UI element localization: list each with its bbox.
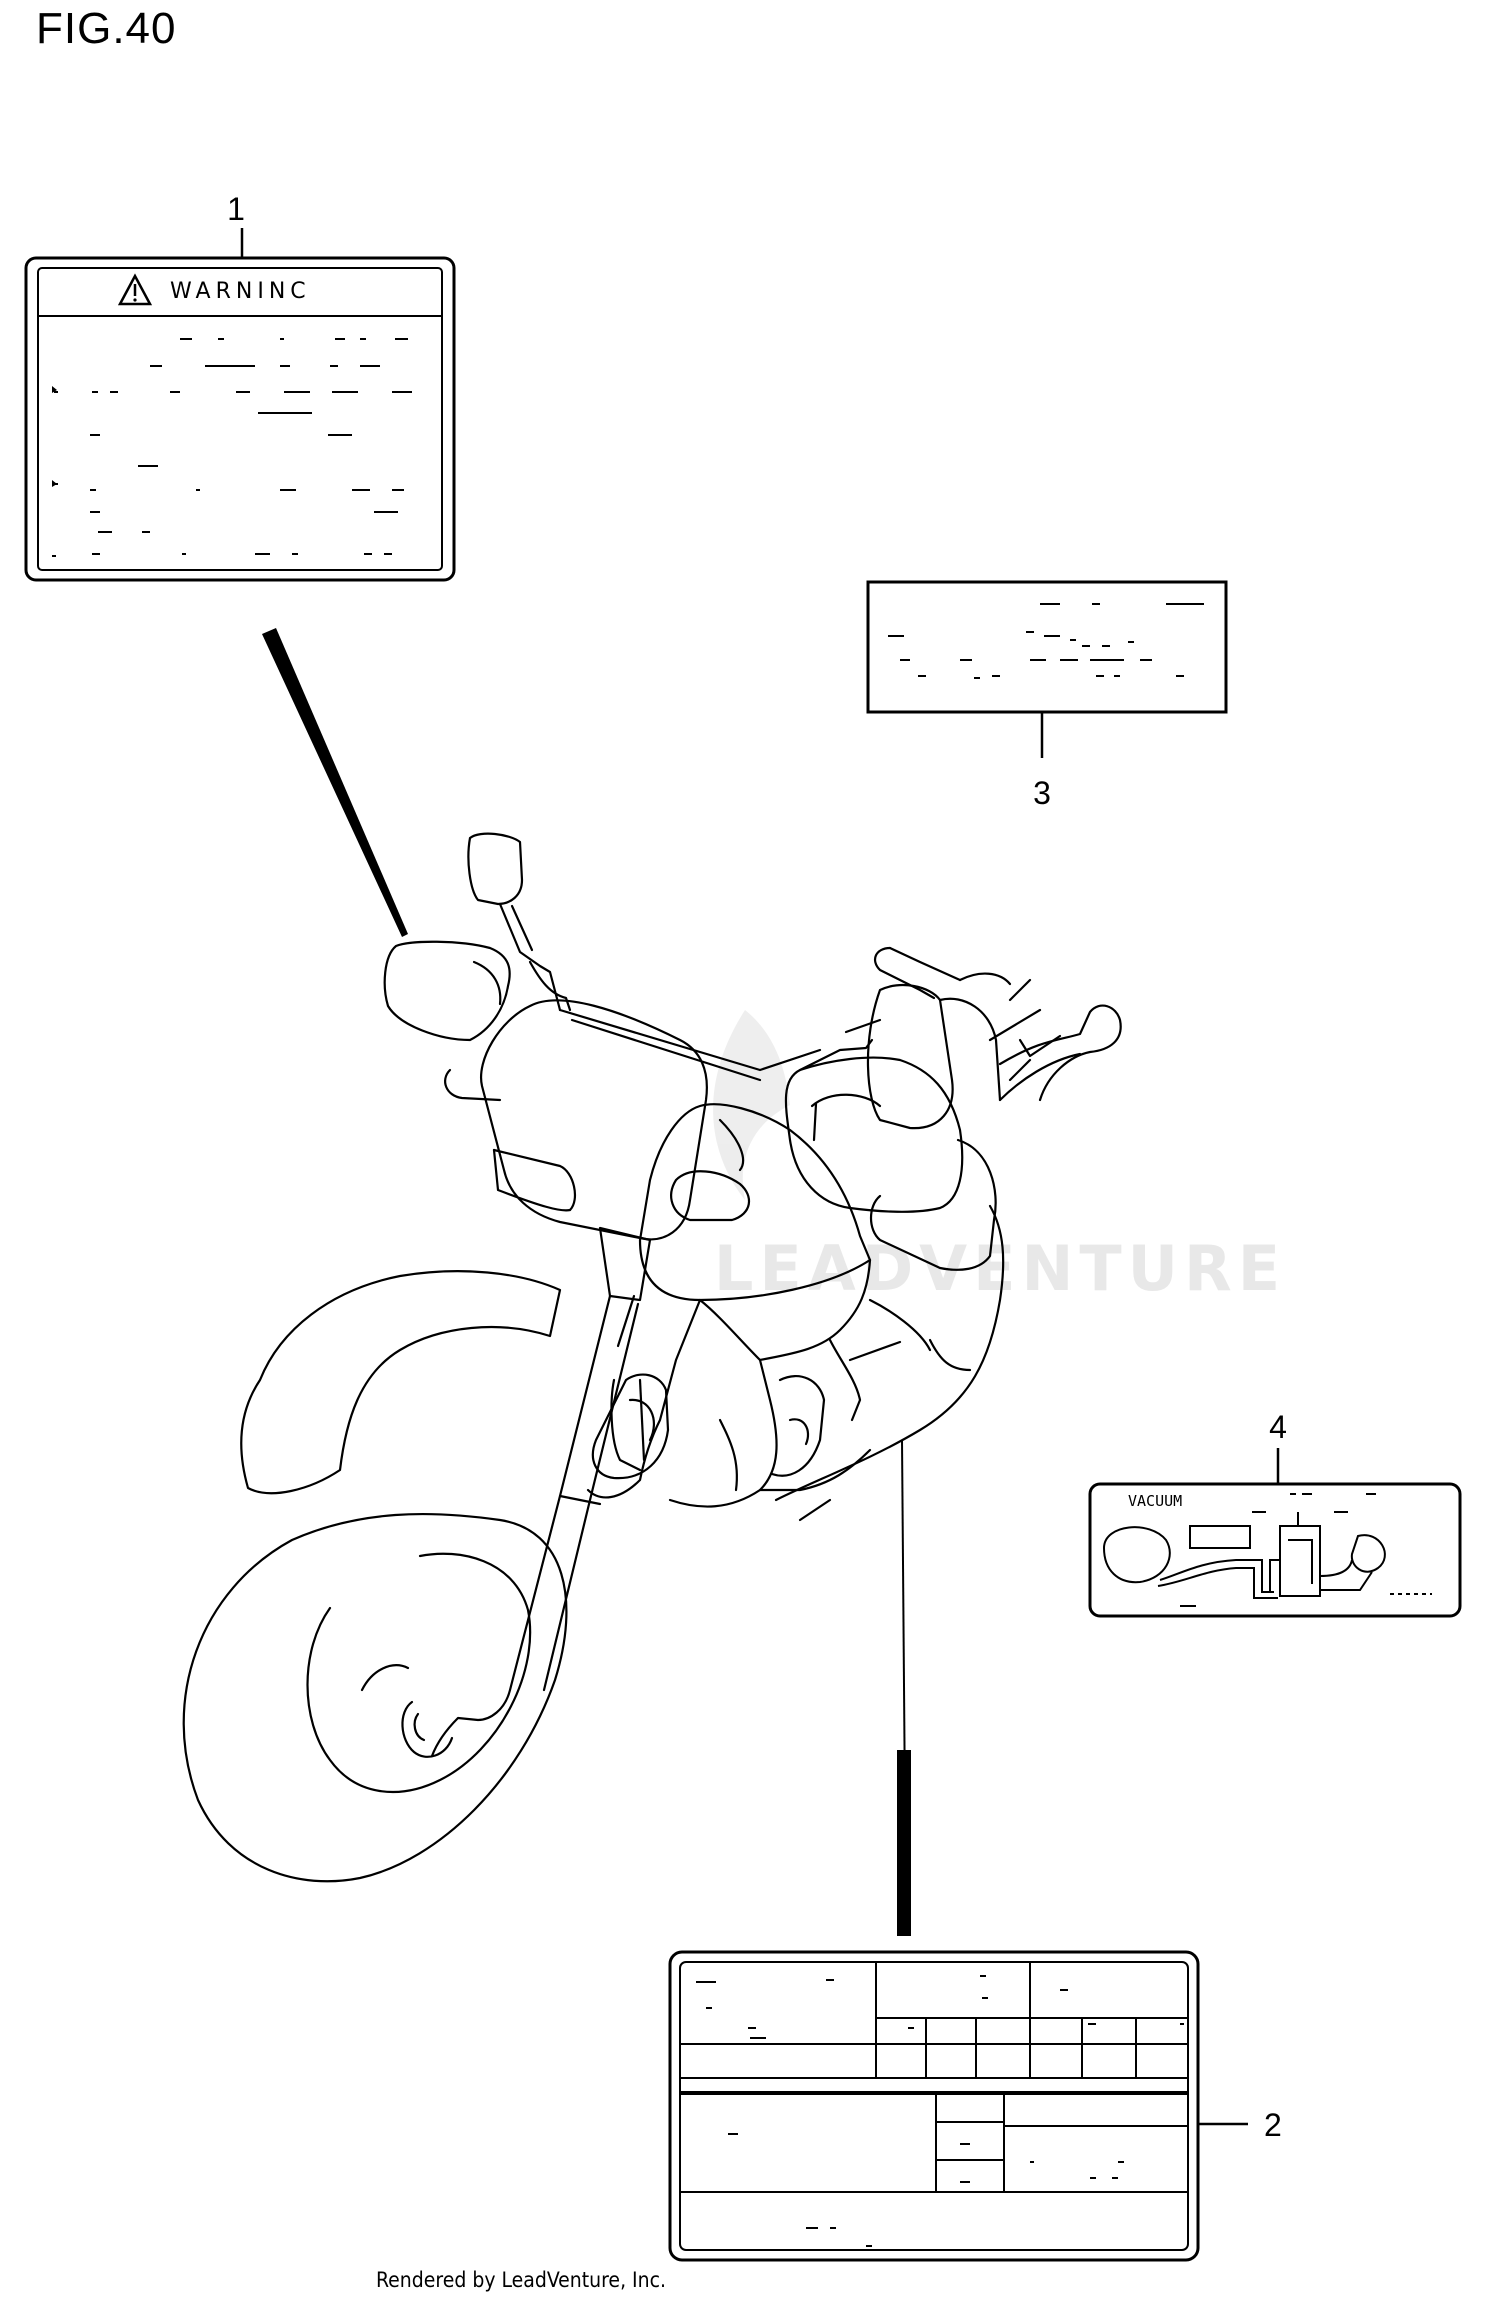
fuel-tank [638, 1103, 872, 1302]
headlight-cowl [479, 999, 708, 1241]
front-tire [182, 1512, 568, 1883]
callout-2: 2 [1198, 2107, 1282, 2143]
vacuum-label-heading: VACUUM [1128, 1492, 1182, 1510]
watermark: LEADVENTURE [713, 1010, 1286, 1305]
callout-4: 4 [1269, 1409, 1287, 1484]
callout-4-number: 4 [1269, 1409, 1287, 1445]
handlebar [558, 1008, 822, 1072]
vacuum-routing-schematic [1102, 1512, 1386, 1599]
front-fork [430, 1294, 612, 1758]
information-label-text-lines [696, 1975, 1184, 2247]
side-cover [869, 1138, 997, 1271]
callout-1: 1 [227, 191, 245, 258]
front-fender [240, 1270, 562, 1495]
warning-label-heading: WARNINC [170, 279, 311, 304]
watermark-text: LEADVENTURE [714, 1232, 1286, 1305]
callout-3-number: 3 [1033, 775, 1051, 811]
caution-label-text-lines [888, 603, 1204, 679]
left-mirror [467, 832, 524, 906]
label-2-pointer [897, 1439, 911, 1936]
information-label-grid [680, 1962, 1188, 2193]
callout-1-number: 1 [227, 191, 245, 227]
information-label [668, 1950, 1200, 2262]
vacuum-hose-routing-label: VACUUM [1088, 1482, 1462, 1618]
callout-2-number: 2 [1264, 2107, 1282, 2143]
warning-label: WARNINC [24, 256, 456, 582]
frame [586, 1298, 702, 1499]
engine [591, 1373, 670, 1480]
footer-credit: Rendered by LeadVenture, Inc. [376, 2268, 666, 2292]
vacuum-label-text-lines [1180, 1493, 1432, 1607]
warning-label-text-lines [52, 338, 412, 557]
right-handguard [784, 1056, 964, 1213]
instrument-cluster [866, 983, 954, 1130]
motorcycle-illustration [182, 832, 1122, 1883]
warning-triangle-icon [117, 273, 153, 306]
watermark-flame-icon [713, 1010, 790, 1200]
left-handguard [383, 940, 511, 1042]
exhaust-pipe [610, 1378, 642, 1472]
callout-3: 3 [1033, 712, 1051, 811]
label-1-pointer [262, 628, 408, 937]
caution-label [866, 580, 1228, 714]
figure-title: FIG.40 [36, 4, 177, 53]
